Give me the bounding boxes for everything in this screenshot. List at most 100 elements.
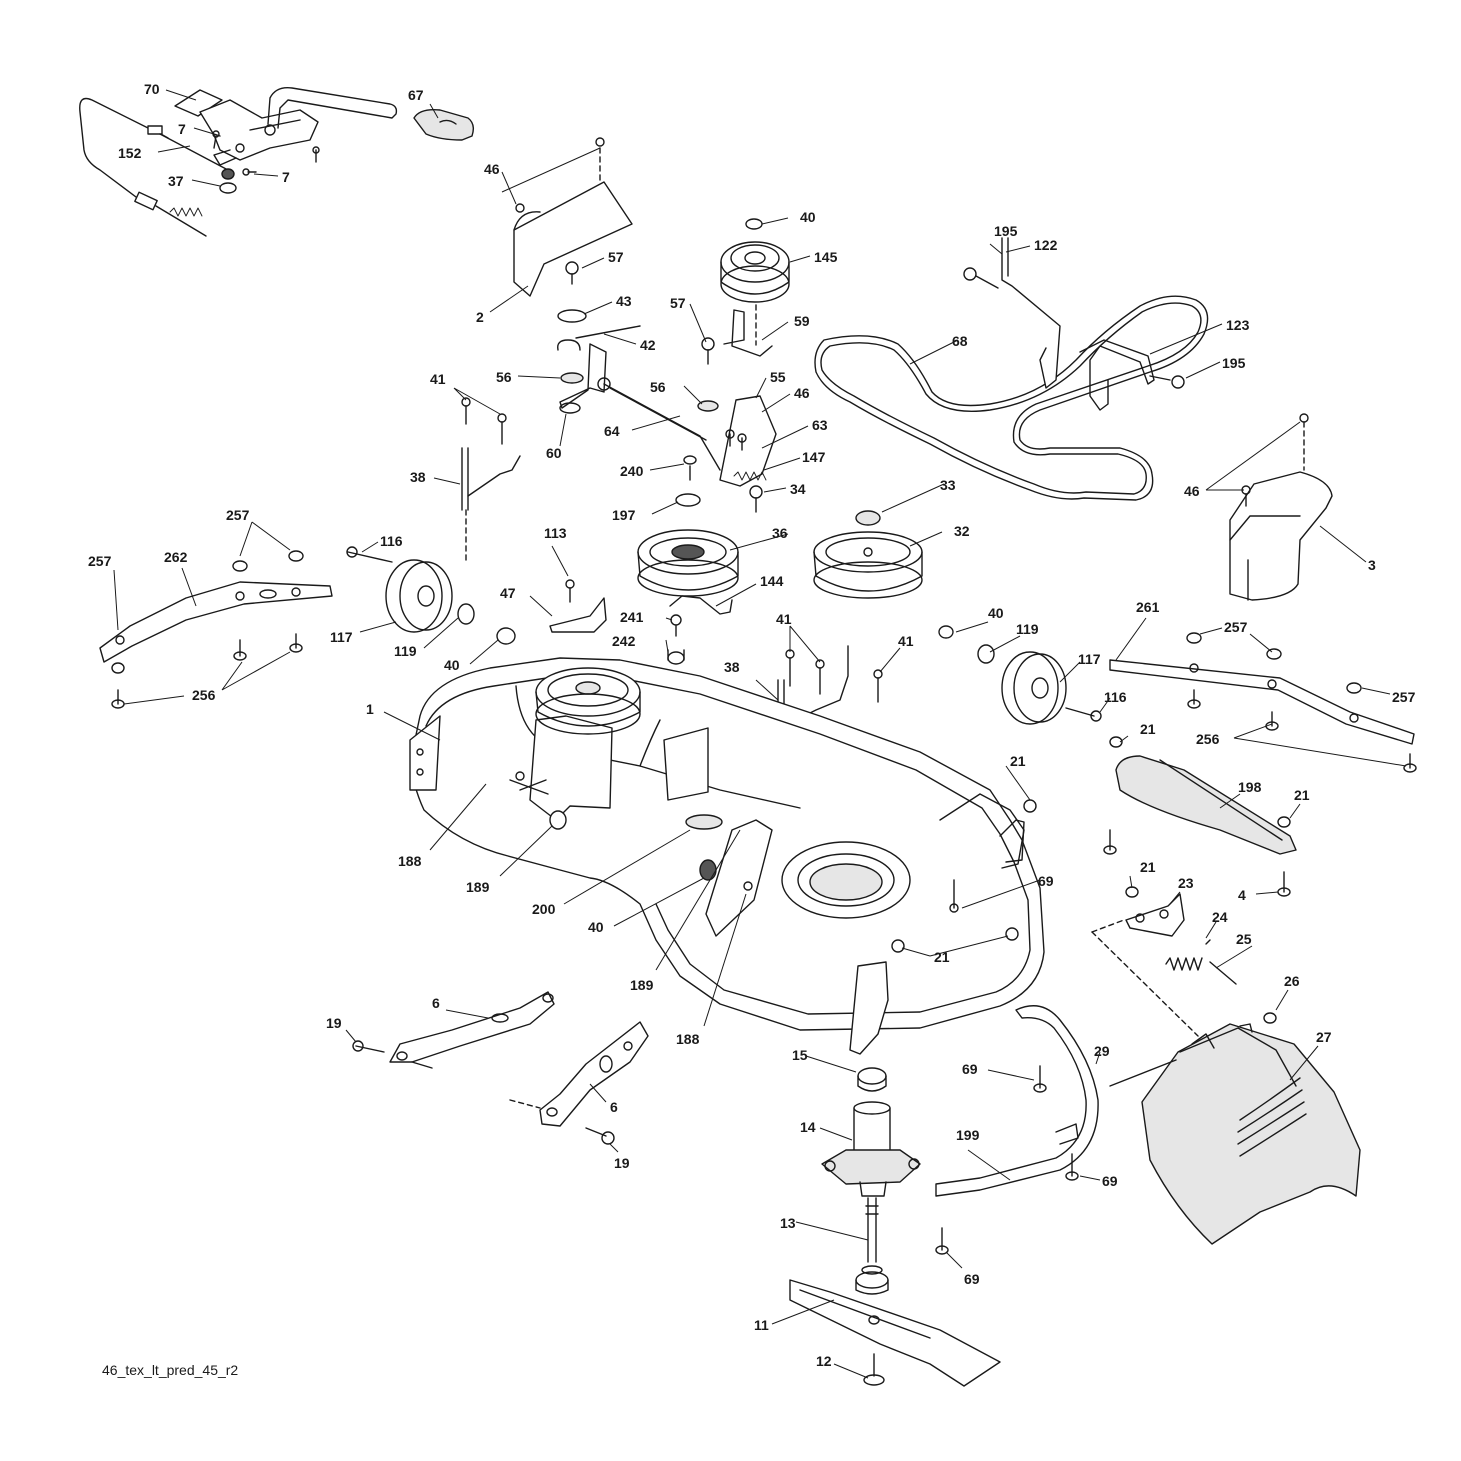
discharge-chute-27: [1109, 1012, 1361, 1245]
callout-46: 46: [1184, 483, 1200, 499]
idler-bracket-55: [719, 395, 777, 513]
spindle-shaft-13: [855, 1197, 889, 1295]
callout-23: 23: [1178, 875, 1194, 891]
callout-40: 40: [800, 209, 816, 225]
callout-117: 117: [330, 629, 353, 645]
callout-116: 116: [1104, 689, 1127, 705]
callout-195: 195: [994, 223, 1018, 239]
callout-261: 261: [1136, 599, 1160, 615]
callout-70: 70: [144, 81, 160, 97]
callout-56: 56: [496, 369, 512, 385]
callout-257: 257: [226, 507, 250, 523]
callout-69: 69: [962, 1061, 978, 1077]
callout-145: 145: [814, 249, 838, 265]
callout-63: 63: [812, 417, 828, 433]
callout-37: 37: [168, 173, 184, 189]
callout-41: 41: [776, 611, 792, 627]
pulley-32: [813, 510, 923, 599]
callout-257: 257: [88, 553, 112, 569]
callout-188: 188: [398, 853, 422, 869]
callout-19: 19: [326, 1015, 342, 1031]
callout-40: 40: [588, 919, 604, 935]
callout-188: 188: [676, 1031, 700, 1047]
callout-198: 198: [1238, 779, 1262, 795]
hanger-bracket-lower: [509, 1021, 649, 1145]
callout-67: 67: [408, 87, 424, 103]
callout-46: 46: [484, 161, 500, 177]
callout-41: 41: [430, 371, 446, 387]
callout-26: 26: [1284, 973, 1300, 989]
callout-242: 242: [612, 633, 636, 649]
baffle-199: [935, 1005, 1099, 1255]
deck-pulley: [535, 667, 641, 735]
callout-29: 29: [1094, 1043, 1110, 1059]
callout-60: 60: [546, 445, 562, 461]
callout-257: 257: [1392, 689, 1416, 705]
callout-21: 21: [1140, 859, 1156, 875]
callout-14: 14: [800, 1119, 816, 1135]
callout-197: 197: [612, 507, 636, 523]
callout-19: 19: [614, 1155, 630, 1171]
callout-labels: 70 67 7 7 152 37 46 2 57 43 42 56 60 40 …: [88, 81, 1416, 1369]
stabilizer-arm-right: [1109, 632, 1417, 773]
callout-122: 122: [1034, 237, 1058, 253]
callout-21: 21: [1010, 753, 1026, 769]
stabilizer-arm-left: [99, 550, 333, 709]
callout-257: 257: [1224, 619, 1248, 635]
callout-41: 41: [898, 633, 914, 649]
idler-arm-stack: [557, 261, 721, 471]
callout-40: 40: [444, 657, 460, 673]
callout-2: 2: [476, 309, 484, 325]
idler-pulley-145: [720, 218, 790, 303]
callout-43: 43: [616, 293, 632, 309]
callout-1: 1: [366, 701, 374, 717]
callout-32: 32: [954, 523, 970, 539]
callout-195: 195: [1222, 355, 1246, 371]
callout-15: 15: [792, 1047, 808, 1063]
blade-11: [789, 1279, 1001, 1387]
callout-147: 147: [802, 449, 826, 465]
callout-47: 47: [500, 585, 516, 601]
spindle-14: [821, 1067, 921, 1197]
callout-46: 46: [794, 385, 810, 401]
callout-25: 25: [1236, 931, 1252, 947]
callout-241: 241: [620, 609, 644, 625]
lift-cable: [79, 97, 237, 237]
bracket-47: [549, 579, 607, 633]
bracket-144: [667, 595, 733, 665]
idler-bracket-59: [697, 304, 773, 412]
gauge-wheel-right: [938, 625, 1102, 725]
callout-12: 12: [816, 1353, 832, 1369]
callout-189: 189: [630, 977, 654, 993]
callout-256: 256: [1196, 731, 1220, 747]
callout-123: 123: [1226, 317, 1250, 333]
mower-deck: [409, 657, 1045, 1055]
callout-69: 69: [964, 1271, 980, 1287]
callout-55: 55: [770, 369, 786, 385]
callout-40: 40: [988, 605, 1004, 621]
callout-27: 27: [1316, 1029, 1332, 1045]
callout-68: 68: [952, 333, 968, 349]
callout-119: 119: [1016, 621, 1039, 637]
blade-bolt-12: [863, 1353, 885, 1386]
callout-11: 11: [754, 1317, 769, 1333]
hanger-bracket-upper: [352, 991, 555, 1069]
callout-6: 6: [432, 995, 440, 1011]
callout-200: 200: [532, 901, 556, 917]
belt-shield-left: [513, 137, 633, 297]
lift-lever-assembly: [174, 87, 398, 166]
callout-69: 69: [1038, 873, 1054, 889]
callout-36: 36: [772, 525, 788, 541]
callout-56: 56: [650, 379, 666, 395]
callout-144: 144: [760, 573, 784, 589]
callout-57: 57: [670, 295, 686, 311]
callout-189: 189: [466, 879, 490, 895]
belt-shield-right: [1229, 413, 1333, 601]
callout-116: 116: [380, 533, 403, 549]
drawing-id-label: 46_tex_lt_pred_45_r2: [102, 1362, 239, 1378]
callout-64: 64: [604, 423, 620, 439]
lift-link-left: [461, 397, 521, 561]
callout-42: 42: [640, 337, 656, 353]
knob: [413, 108, 475, 141]
